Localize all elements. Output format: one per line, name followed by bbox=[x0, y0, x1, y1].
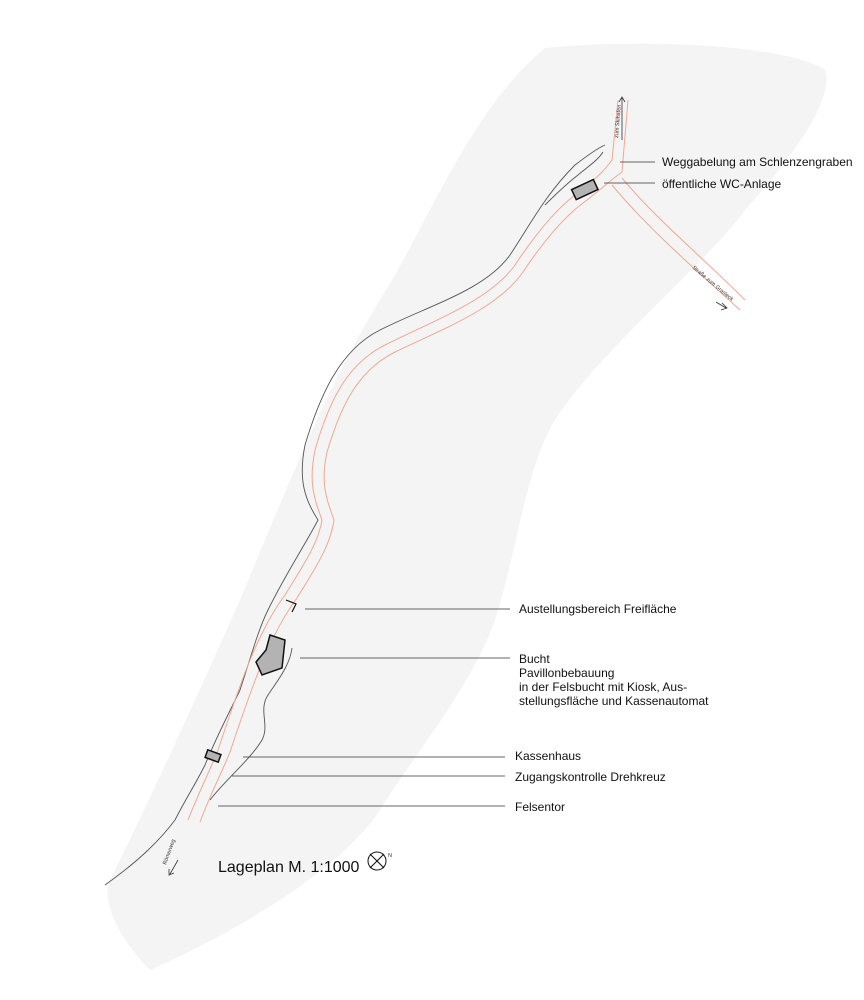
annotation-felsentor: Felsentor bbox=[515, 800, 565, 814]
road-label-north: zum Skihafen bbox=[614, 104, 623, 138]
rock-edge-bay bbox=[209, 647, 293, 801]
rock-edges bbox=[104, 144, 606, 886]
arrow-east bbox=[715, 301, 728, 311]
leader-lines bbox=[218, 161, 655, 807]
plan-title: Lageplan M. 1:1000 bbox=[218, 859, 360, 876]
north-arrow-icon: N bbox=[367, 851, 392, 871]
ausstellung-marker bbox=[285, 599, 297, 613]
rock-edge-inner bbox=[544, 151, 604, 206]
annotation-bucht-3: in der Felsbucht mit Kiosk, Aus- bbox=[519, 680, 687, 694]
annotation-bucht-2: Pavillonbebauung bbox=[519, 666, 614, 680]
annotation-wc: öffentliche WC-Anlage bbox=[662, 177, 782, 191]
annotation-bucht-4: stellungsfläche und Kassenautomat bbox=[519, 694, 709, 708]
terrain-area bbox=[107, 43, 827, 971]
pavilion-building bbox=[255, 634, 286, 676]
annotation-kassenhaus: Kassenhaus bbox=[515, 749, 581, 763]
annotation-weggabelung: Weggabelung am Schlenzengraben bbox=[662, 155, 853, 169]
rock-edge-main bbox=[104, 144, 606, 886]
road-east-right bbox=[621, 177, 746, 301]
arrow-north bbox=[618, 96, 626, 140]
wc-building bbox=[570, 178, 599, 201]
road-label-east: Straße zum Grasleck bbox=[691, 265, 735, 303]
annotation-zugang: Zugangskontrolle Drehkreuz bbox=[515, 770, 666, 784]
access-path bbox=[187, 99, 746, 823]
road-arrows bbox=[168, 96, 728, 876]
path-left-edge bbox=[187, 99, 619, 821]
arrow-south bbox=[168, 859, 179, 876]
road-east-left bbox=[611, 184, 741, 311]
annotation-bucht-1: Bucht bbox=[519, 652, 550, 666]
annotation-ausstellung: Austellungsbereich Freifläche bbox=[519, 602, 677, 616]
kassenhaus-building bbox=[204, 748, 222, 764]
buildings bbox=[204, 178, 599, 764]
path-right-edge bbox=[199, 99, 629, 823]
north-symbol-label: N bbox=[388, 853, 392, 859]
